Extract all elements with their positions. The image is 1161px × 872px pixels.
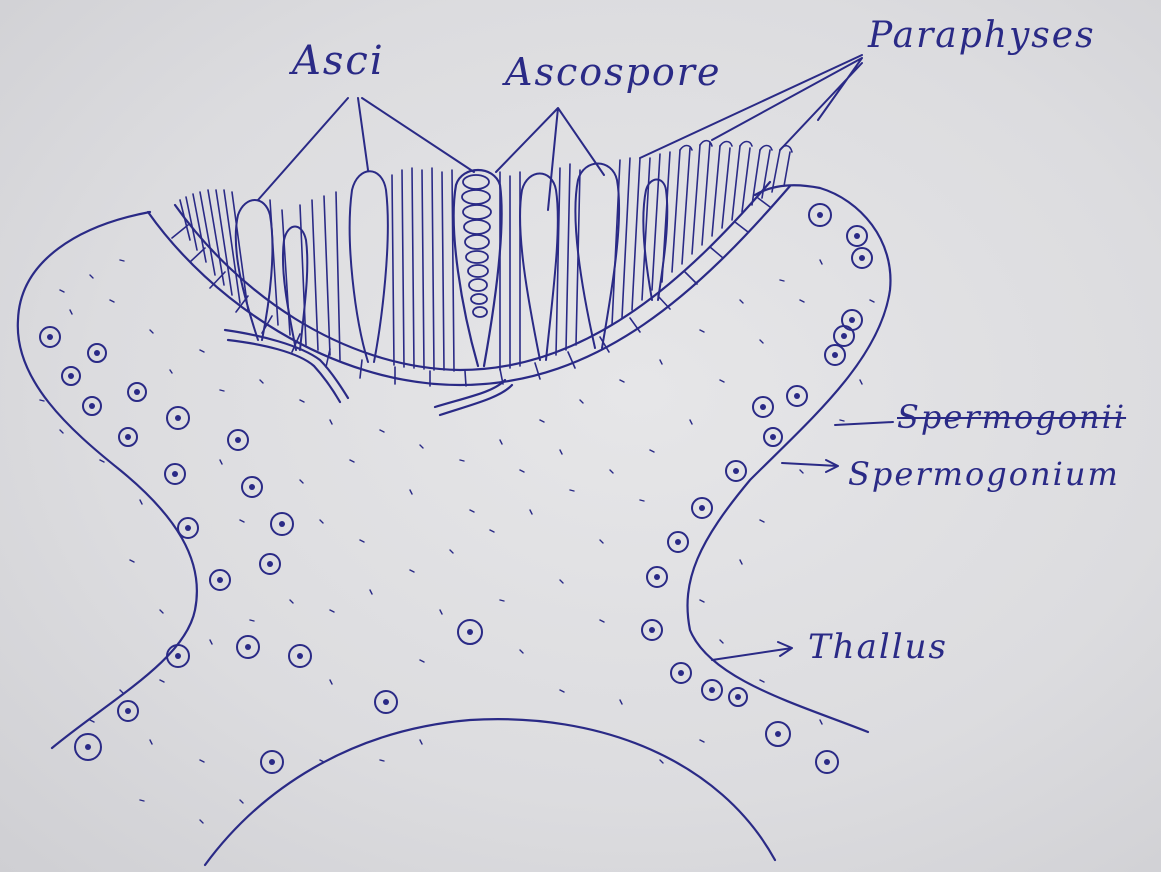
- ascus-4: [520, 174, 558, 361]
- thallus-outline: [18, 185, 891, 865]
- label-pointer-lines: [258, 55, 893, 660]
- label-paraphyses: Paraphyses: [868, 15, 1096, 56]
- label-thallus: Thallus: [808, 627, 948, 667]
- label-ascospore: Ascospore: [505, 50, 721, 94]
- thallus-stipple: [40, 260, 874, 823]
- spermogonium-struck-pointer: [835, 422, 893, 425]
- label-spermogonium: Spermogonium: [848, 455, 1120, 493]
- disc-base-cells: [172, 198, 770, 386]
- label-asci: Asci: [292, 38, 385, 84]
- ascospore-pointer: [496, 108, 604, 210]
- spermogonium-pointer: [782, 460, 838, 472]
- ascus-with-spores: [454, 170, 502, 366]
- hypha-bottom: [440, 385, 512, 415]
- ascus-1: [236, 200, 273, 340]
- thallus-pointer: [712, 642, 792, 660]
- ascospores: [462, 175, 491, 317]
- label-spermogonium-struck: Spermogonii: [897, 398, 1126, 436]
- ascus-3: [350, 171, 388, 362]
- spermogonia: [40, 204, 872, 773]
